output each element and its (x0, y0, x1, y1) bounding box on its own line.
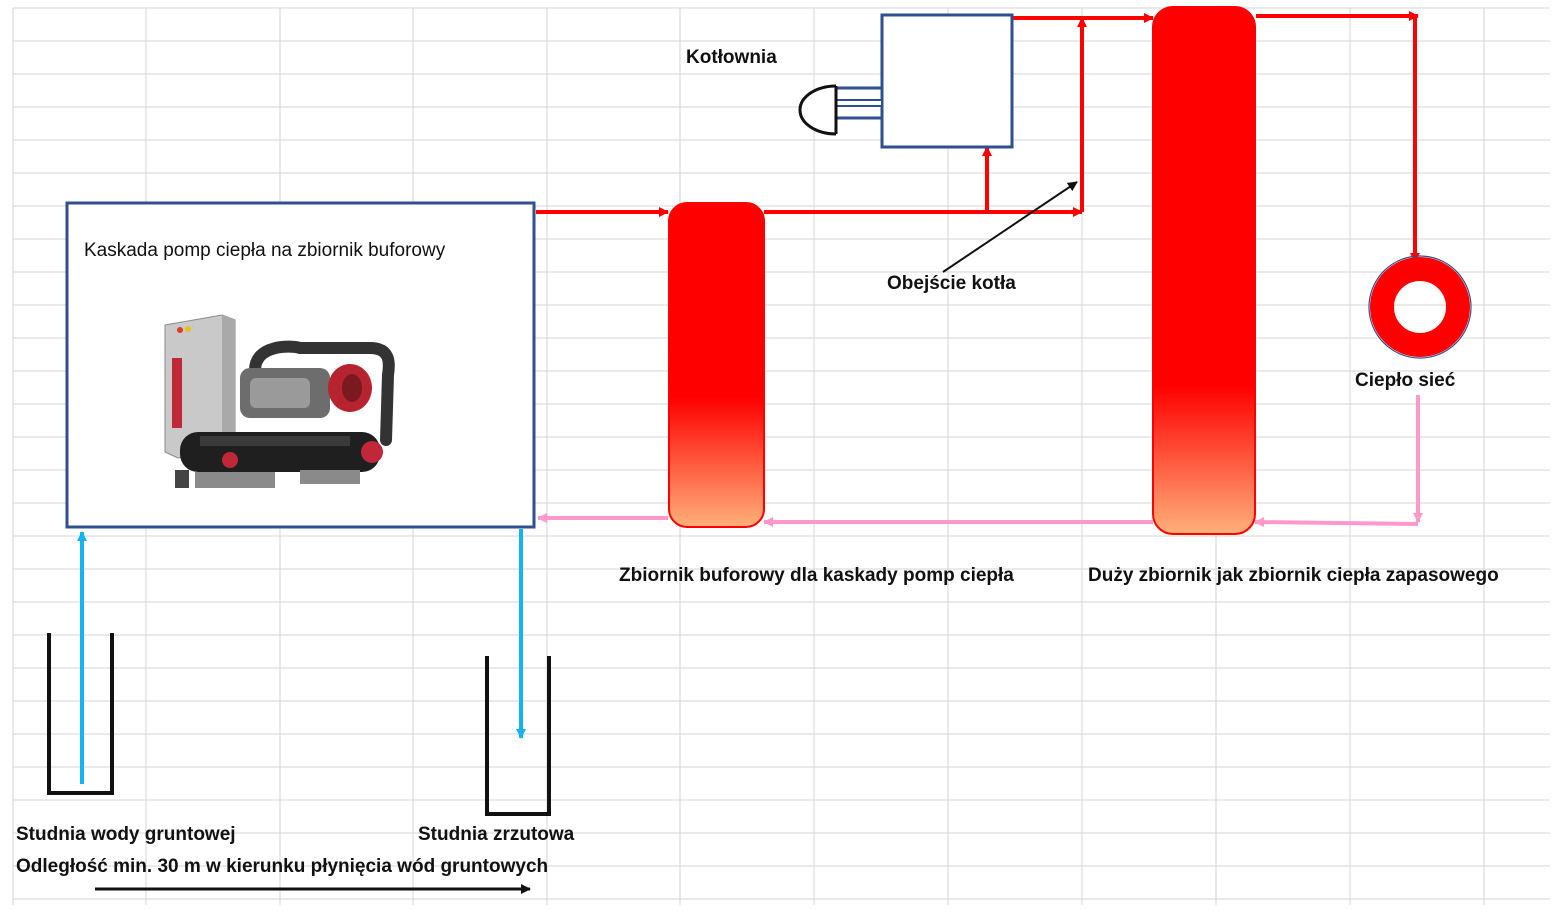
heat-network-label: Ciepło sieć (1355, 370, 1455, 392)
discharge-well (487, 656, 549, 814)
distance-note-label: Odległość min. 30 m w kierunku płynięcia… (16, 856, 548, 878)
large-tank-label: Duży zbiornik jak zbiornik ciepła zapaso… (1088, 565, 1499, 587)
boiler-unit (800, 15, 1012, 147)
discharge-well-label: Studnia zrzutowa (418, 824, 574, 846)
bypass-pointer-arrow (943, 182, 1077, 272)
heat-network-symbol (1382, 269, 1458, 345)
heat-pump-cascade-label: Kaskada pomp ciepła na zbiornik buforowy (84, 240, 445, 262)
groundwater-pipes (82, 529, 521, 784)
heat-pump-unit-image (123, 295, 445, 495)
boiler-room-label: Kotłownia (686, 47, 777, 69)
groundwater-well-label: Studnia wody gruntowej (16, 824, 236, 846)
boiler-bypass-label: Obejście kotła (887, 273, 1016, 295)
large-reserve-tank (1153, 7, 1255, 534)
buffer-tank (669, 203, 764, 527)
buffer-tank-label: Zbiornik buforowy dla kaskady pomp ciepł… (619, 565, 1014, 587)
